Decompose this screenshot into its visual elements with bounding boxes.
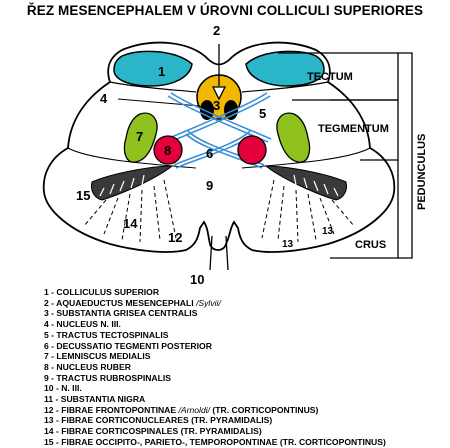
legend-item-number: 10 <box>44 383 54 394</box>
legend-item: 6 - DECUSSATIO TEGMENTI POSTERIOR <box>44 340 212 351</box>
legend-item: 13 - FIBRAE CORTICONUCLEARES (TR. PYRAMI… <box>44 415 273 426</box>
legend-item: 11 - SUBSTANTIA NIGRA <box>44 394 146 405</box>
legend-item-number: 6 <box>44 340 49 351</box>
legend-item: 14 - FIBRAE CORTICOSPINALES (TR. PYRAMID… <box>44 426 262 437</box>
label-10: 10 <box>190 272 204 287</box>
legend-item: 2 - AQUAEDUCTUS MESENCEPHALI /Sylvii/ <box>44 297 221 308</box>
diagram-title: ŘEZ MESENCEPHALEM V ÚROVNI COLLICULI SUP… <box>26 3 424 18</box>
n-iii-nerve <box>209 235 229 271</box>
legend-item: 5 - TRACTUS TECTOSPINALIS <box>44 329 169 340</box>
label-4: 4 <box>100 91 108 106</box>
legend-item-number: 15 <box>44 436 54 447</box>
substantia-nigra-teeth <box>99 174 339 197</box>
legend-item-text: FIBRAE CORTICONUCLEARES (TR. PYRAMIDALIS… <box>61 415 273 426</box>
label-11: 11 <box>277 181 291 196</box>
label-1: 1 <box>158 64 165 79</box>
legend-item-tail: (TR. CORTICOPONTINUS) <box>212 404 319 415</box>
legend-item-text: SUBSTANTIA NIGRA <box>60 394 146 405</box>
label-6: 6 <box>206 146 213 161</box>
legend-item: 4 - NUCLEUS N. III. <box>44 319 121 330</box>
label-4-pointer <box>117 98 201 107</box>
legend-item-number: 1 <box>44 287 49 297</box>
legend-item-text: TRACTUS RUBROSPINALIS <box>56 372 172 383</box>
legend-item: 8 - NUCLEUS RUBER <box>44 361 131 372</box>
nucleus-ruber-right <box>237 135 267 165</box>
legend-item-text: SUBSTANTIA GRISEA CENTRALIS <box>56 308 198 319</box>
legend-item-number: 5 <box>44 329 49 340</box>
label-7: 7 <box>136 129 143 144</box>
legend-item-text: AQUAEDUCTUS MESENCEPHALI <box>56 297 194 308</box>
label-13b: 13 <box>322 226 334 237</box>
crus-fibers-left <box>83 179 177 243</box>
mesencephalon-cross-section: 1 2 3 4 5 6 7 8 9 10 11 12 13 13 14 15 T… <box>42 23 428 287</box>
legend-item-text: LEMNISCUS MEDIALIS <box>56 351 151 362</box>
legend-item-number: 13 <box>44 415 54 426</box>
aqueduct <box>211 86 227 101</box>
legend-item-number: 14 <box>44 426 54 437</box>
legend-item-number: 3 <box>44 308 49 319</box>
legend-item-text: TRACTUS TECTOSPINALIS <box>56 329 169 340</box>
legend-item: 9 - TRACTUS RUBROSPINALIS <box>44 372 172 383</box>
colliculus-superior-right <box>245 50 325 87</box>
legend-item-number: 7 <box>44 351 49 362</box>
legend-item-number: 11 <box>44 394 54 405</box>
legend-item-text: FIBRAE OCCIPITO-, PARIETO-, TEMPOROPONTI… <box>61 436 386 447</box>
nucleus-n-iii-left <box>200 100 214 120</box>
nucleus-ruber-left <box>153 135 183 165</box>
legend-item: 15 - FIBRAE OCCIPITO-, PARIETO-, TEMPORO… <box>44 436 386 447</box>
legend-item-number: 9 <box>44 372 49 383</box>
legend-item-text: FIBRAE FRONTOPONTINAE <box>61 404 177 415</box>
legend-item: 3 - SUBSTANTIA GRISEA CENTRALIS <box>44 308 198 319</box>
label-2: 2 <box>213 23 220 38</box>
legend-item-text: DECUSSATIO TEGMENTI POSTERIOR <box>56 340 212 351</box>
legend-item: 1 - COLLICULUS SUPERIOR <box>44 287 160 297</box>
label-13a: 13 <box>282 239 294 250</box>
colliculus-superior-left <box>113 50 193 87</box>
label-5: 5 <box>259 106 266 121</box>
crus-fibers-right <box>261 179 355 243</box>
legend-item-text: N. III. <box>61 383 82 394</box>
legend-item-text: COLLICULUS SUPERIOR <box>56 287 160 297</box>
legend-item-number: 2 <box>44 297 49 308</box>
region-tectum: TECTUM <box>307 71 353 83</box>
region-tegmentum: TEGMENTUM <box>318 123 389 135</box>
label-14: 14 <box>123 216 138 231</box>
legend-item-number: 8 <box>44 361 49 372</box>
region-brackets <box>278 52 413 259</box>
legend-item-note: /Sylvii/ <box>196 297 221 308</box>
region-crus: CRUS <box>355 239 386 251</box>
legend-item: 10 - N. III. <box>44 383 82 394</box>
label-15: 15 <box>76 188 90 203</box>
legend-item-text: FIBRAE CORTICOSPINALES (TR. PYRAMIDALIS) <box>61 426 262 437</box>
label-12: 12 <box>168 230 182 245</box>
legend-item-note: /Arnoldi/ <box>178 404 211 415</box>
lemniscus-medialis-left <box>123 112 158 163</box>
nucleus-n-iii-right <box>224 100 238 120</box>
lemniscus-medialis-right <box>276 112 311 163</box>
legend-item: 12 - FIBRAE FRONTOPONTINAE /Arnoldi/ (TR… <box>44 404 319 415</box>
legend-item-text: NUCLEUS N. III. <box>56 319 121 330</box>
label-9: 9 <box>206 178 213 193</box>
legend-item: 7 - LEMNISCUS MEDIALIS <box>44 351 151 362</box>
legend-item-number: 4 <box>44 319 49 330</box>
legend-item-text: NUCLEUS RUBER <box>56 361 131 372</box>
label-3: 3 <box>213 98 220 113</box>
label-8: 8 <box>164 143 171 158</box>
tectum-boundary <box>109 81 329 93</box>
region-pedunculus: PEDUNCULUS <box>416 134 428 210</box>
legend-item-number: 12 <box>44 404 54 415</box>
